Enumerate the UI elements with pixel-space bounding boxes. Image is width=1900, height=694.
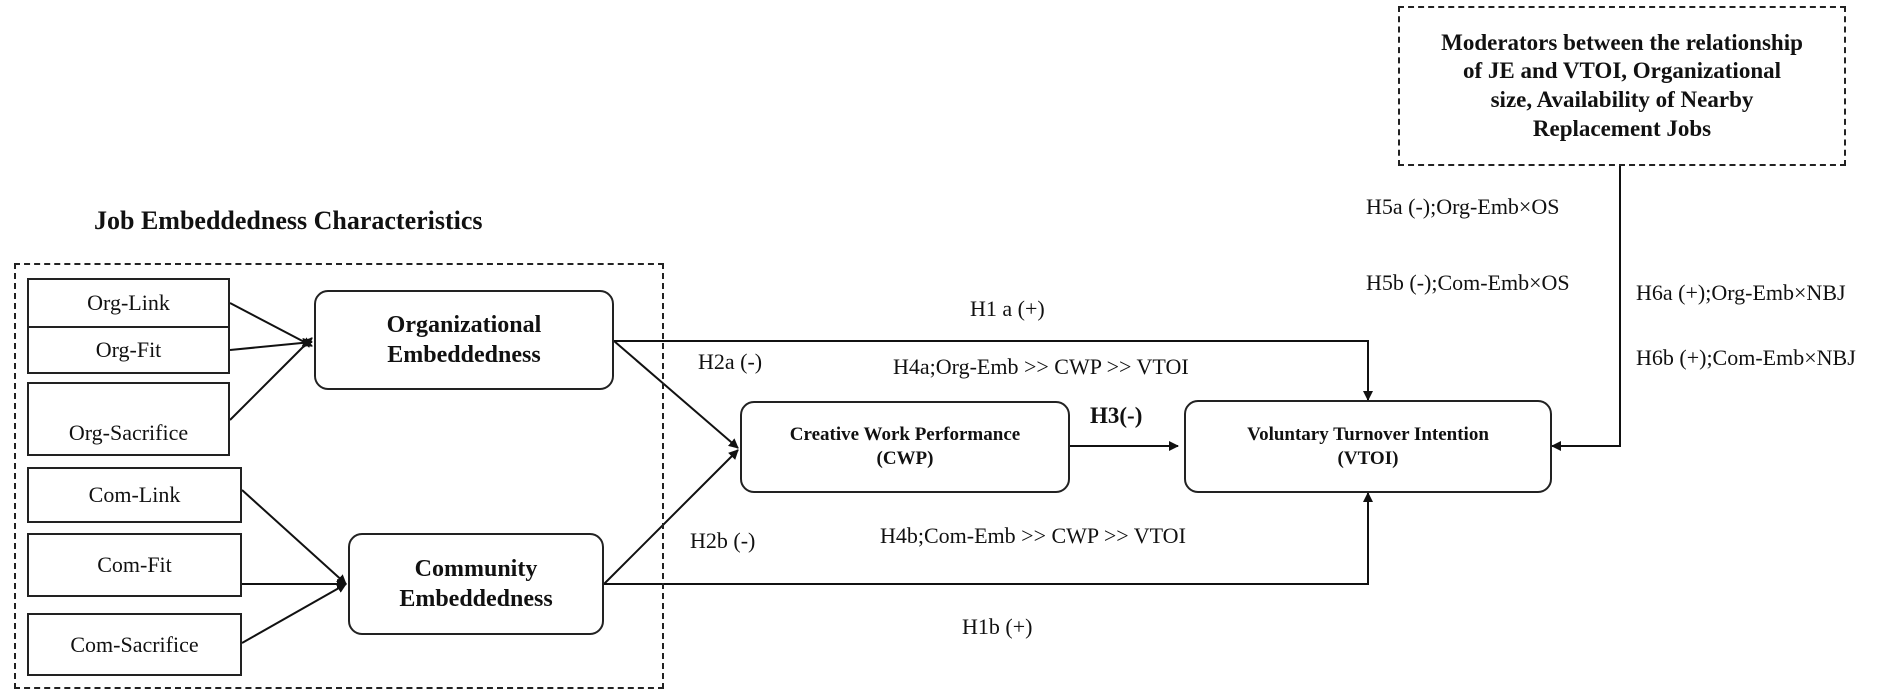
arrow-org-link [229, 302, 313, 347]
job-embeddedness-group [14, 263, 664, 689]
h5a-label: H5a (-);Org-Emb×OS [1366, 194, 1560, 219]
h4a-label: H4a;Org-Emb >> CWP >> VTOI [893, 354, 1189, 379]
arrow-h2b [603, 449, 739, 585]
arrow-com-link [241, 489, 347, 585]
h5b-label: H5b (-);Com-Emb×OS [1366, 270, 1570, 295]
arrow-h1a [614, 340, 1373, 401]
org-fit-box: Org-Fit [27, 326, 230, 374]
arrow-org-fit [229, 337, 313, 351]
arrow-org-sacrifice [229, 337, 313, 421]
h4b-label: H4b;Com-Emb >> CWP >> VTOI [880, 523, 1186, 548]
com-sacrifice-box: Com-Sacrifice [27, 613, 242, 676]
com-link-box: Com-Link [27, 467, 242, 523]
arrow-com-sacrifice [241, 583, 347, 644]
moderators-box: Moderators between the relationship of J… [1398, 6, 1846, 166]
h3-label: H3(-) [1090, 403, 1143, 428]
arrow-h1b [604, 492, 1373, 585]
org-sacrifice-box: Org-Sacrifice [27, 382, 230, 456]
h2b-label: H2b (-) [690, 528, 756, 553]
arrow-moderators [1551, 166, 1621, 451]
vtoi-box: Voluntary Turnover Intention (VTOI) [1184, 400, 1552, 493]
h2a-label: H2a (-) [698, 349, 763, 374]
arrow-h2a [613, 340, 739, 449]
community-embeddedness-box: Community Embeddedness [348, 533, 604, 635]
h1a-label: H1 a (+) [970, 296, 1045, 321]
org-link-box: Org-Link [27, 278, 230, 328]
h1b-label: H1b (+) [962, 614, 1033, 639]
section-title: Job Embeddedness Characteristics [94, 206, 483, 235]
h6a-label: H6a (+);Org-Emb×NBJ [1636, 280, 1846, 305]
com-fit-box: Com-Fit [27, 533, 242, 597]
organizational-embeddedness-box: Organizational Embeddedness [314, 290, 614, 390]
cwp-box: Creative Work Performance (CWP) [740, 401, 1070, 493]
h6b-label: H6b (+);Com-Emb×NBJ [1636, 345, 1856, 370]
